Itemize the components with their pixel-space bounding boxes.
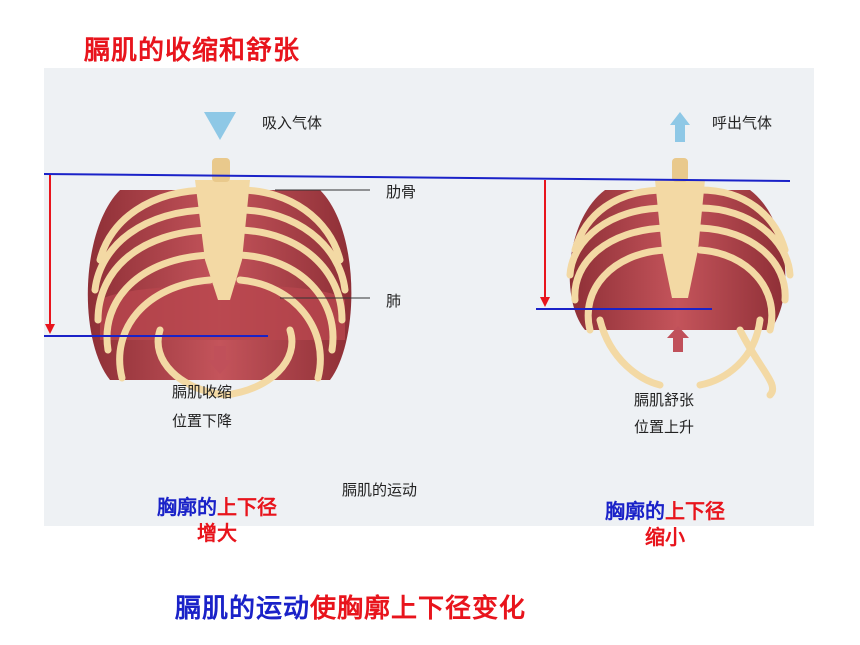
conclusion-part1: 膈肌的运动 [175,594,311,624]
top-reference-line [43,173,791,182]
page-title: 膈肌的收缩和舒张 [84,36,301,66]
contract-label-line1: 膈肌收缩 [172,383,233,401]
right-ribcage [566,112,794,399]
relax-label-line1: 膈肌舒张 [634,391,695,409]
left-sternum [195,180,250,300]
relax-label-line2: 位置上升 [634,418,695,436]
right-caption-line2: 缩小 [645,525,685,549]
left-ribcage [87,112,352,399]
down-arrow-icon [208,346,232,374]
exhale-label: 呼出气体 [712,114,773,132]
left-caption-highlight: 上下径 [217,495,277,519]
up-arrow-icon [667,326,689,352]
right-caption-prefix: 胸廓的 [605,499,665,523]
right-trachea [672,158,688,182]
exhale-arrow-icon [670,112,690,142]
right-ribs [566,186,794,399]
left-caption-line2: 增大 [197,521,237,545]
inhale-label: 吸入气体 [262,114,323,132]
right-height-arrow-icon [540,297,550,307]
contract-label-line2: 位置下降 [172,412,233,430]
lung-label: 肺 [386,292,402,310]
conclusion-part2: 使胸廓上下径变化 [310,594,527,624]
right-sternum [655,180,705,298]
left-ribs [91,186,349,399]
inhale-arrow-icon [204,112,236,140]
conclusion-text: 膈肌的运动使胸廓上下径变化 [175,588,526,625]
left-diaphragm [100,285,345,340]
right-caption-highlight: 上下径 [665,499,725,523]
left-caption-prefix: 胸廓的 [157,495,217,519]
rib-label: 肋骨 [386,183,417,201]
left-height-arrow-icon [45,324,55,334]
right-caption: 胸廓的上下径 缩小 [570,498,760,550]
left-trachea [212,158,230,182]
left-caption: 胸廓的上下径 增大 [122,494,312,546]
figure-caption: 膈肌的运动 [342,481,418,499]
